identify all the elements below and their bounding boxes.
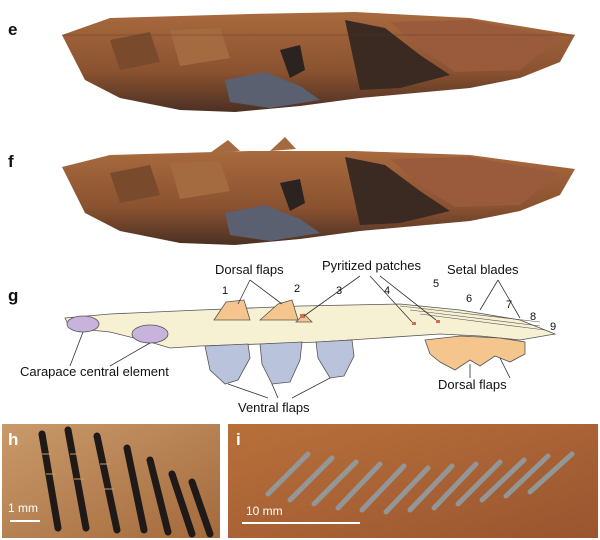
pyritized-patch: [412, 322, 416, 325]
label-pyritized-patches: Pyritized patches: [322, 258, 421, 273]
interpretive-drawing-g: Dorsal flaps Pyritized patches Setal bla…: [20, 258, 557, 415]
number-5: 5: [433, 278, 439, 290]
dorsal-flap-2: [258, 299, 299, 321]
number-9: 9: [550, 321, 556, 333]
pyritized-patch: [436, 320, 440, 323]
label-setal-blades: Setal blades: [447, 262, 519, 277]
number-8: 8: [530, 311, 536, 323]
number-7: 7: [506, 299, 512, 311]
fossil-photo-f: [62, 137, 575, 245]
label-dorsal-flaps-bottom: Dorsal flaps: [438, 377, 507, 392]
setal-blades-hatching: [399, 305, 546, 331]
panel-letter-g: g: [8, 286, 19, 305]
label-dorsal-flaps-top: Dorsal flaps: [215, 262, 284, 277]
panel-letter-i: i: [236, 430, 241, 449]
ventral-flap-3: [315, 339, 355, 379]
photo-h: [2, 424, 220, 538]
number-4: 4: [384, 285, 390, 297]
number-6: 6: [466, 293, 472, 305]
panel-letter-h: h: [8, 430, 19, 449]
number-2: 2: [294, 283, 300, 295]
dorsal-flap-1: [213, 299, 251, 321]
number-1: 1: [222, 285, 228, 297]
number-3: 3: [336, 285, 342, 297]
label-carapace-central-element: Carapace central element: [20, 364, 169, 379]
scale-bar-label-i: 10 mm: [246, 504, 283, 518]
ventral-flap-1: [204, 343, 251, 385]
panel-letter-f: f: [8, 152, 14, 171]
fossil-photo-e: [62, 12, 575, 112]
ventral-flap-2: [259, 341, 303, 385]
pyritized-patch: [300, 314, 305, 318]
scale-bar-label-h: 1 mm: [8, 501, 38, 515]
dorsal-flap-lower-right: [424, 335, 526, 371]
carapace-element-right: [131, 324, 169, 344]
photo-i: [228, 424, 598, 538]
label-ventral-flaps: Ventral flaps: [238, 400, 310, 415]
panel-letter-e: e: [8, 20, 18, 39]
carapace-element-left: [66, 315, 100, 333]
